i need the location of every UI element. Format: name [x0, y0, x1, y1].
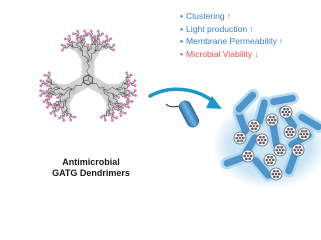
dendrimer-terminal-groups: [39, 29, 137, 122]
effect-light-production: •Light production↑: [180, 23, 283, 36]
dendrimer-structure-icon: [39, 29, 137, 122]
bullet: •: [180, 36, 184, 46]
arrow-up-icon: ↑: [278, 36, 284, 46]
caption: Antimicrobial GATG Dendrimers: [38, 157, 144, 179]
arrow-up-icon: ↑: [226, 11, 232, 21]
scene-graphics: [148, 87, 321, 189]
caption-line-1: Antimicrobial: [62, 157, 120, 167]
curved-arrow-icon: [148, 87, 222, 109]
arrow-down-icon: ↓: [254, 48, 259, 59]
caption-line-2: GATG Dendrimers: [52, 168, 130, 178]
effect-label: Microbial Viability: [186, 48, 253, 59]
graphical-abstract: •Clustering↑ •Light production↑ •Membran…: [38, 10, 321, 189]
effect-clustering: •Clustering↑: [180, 10, 283, 23]
bullet: •: [180, 23, 184, 34]
effects-list: •Clustering↑ •Light production↑ •Membran…: [180, 10, 283, 60]
effect-microbial-viability: •Microbial Viability↓: [180, 48, 283, 61]
effect-label: Clustering: [186, 11, 225, 21]
effect-membrane-permeability: •Membrane Permeability↑: [180, 35, 283, 48]
bullet: •: [180, 48, 184, 59]
bacterium-icon: [165, 100, 200, 128]
cluster-dendrimers: [233, 105, 311, 181]
effect-label: Membrane Permeability: [186, 36, 277, 46]
arrow-up-icon: ↑: [249, 23, 254, 34]
bacterial-cluster-icon: [212, 88, 321, 189]
bullet: •: [180, 11, 184, 21]
effect-label: Light production: [186, 23, 248, 34]
